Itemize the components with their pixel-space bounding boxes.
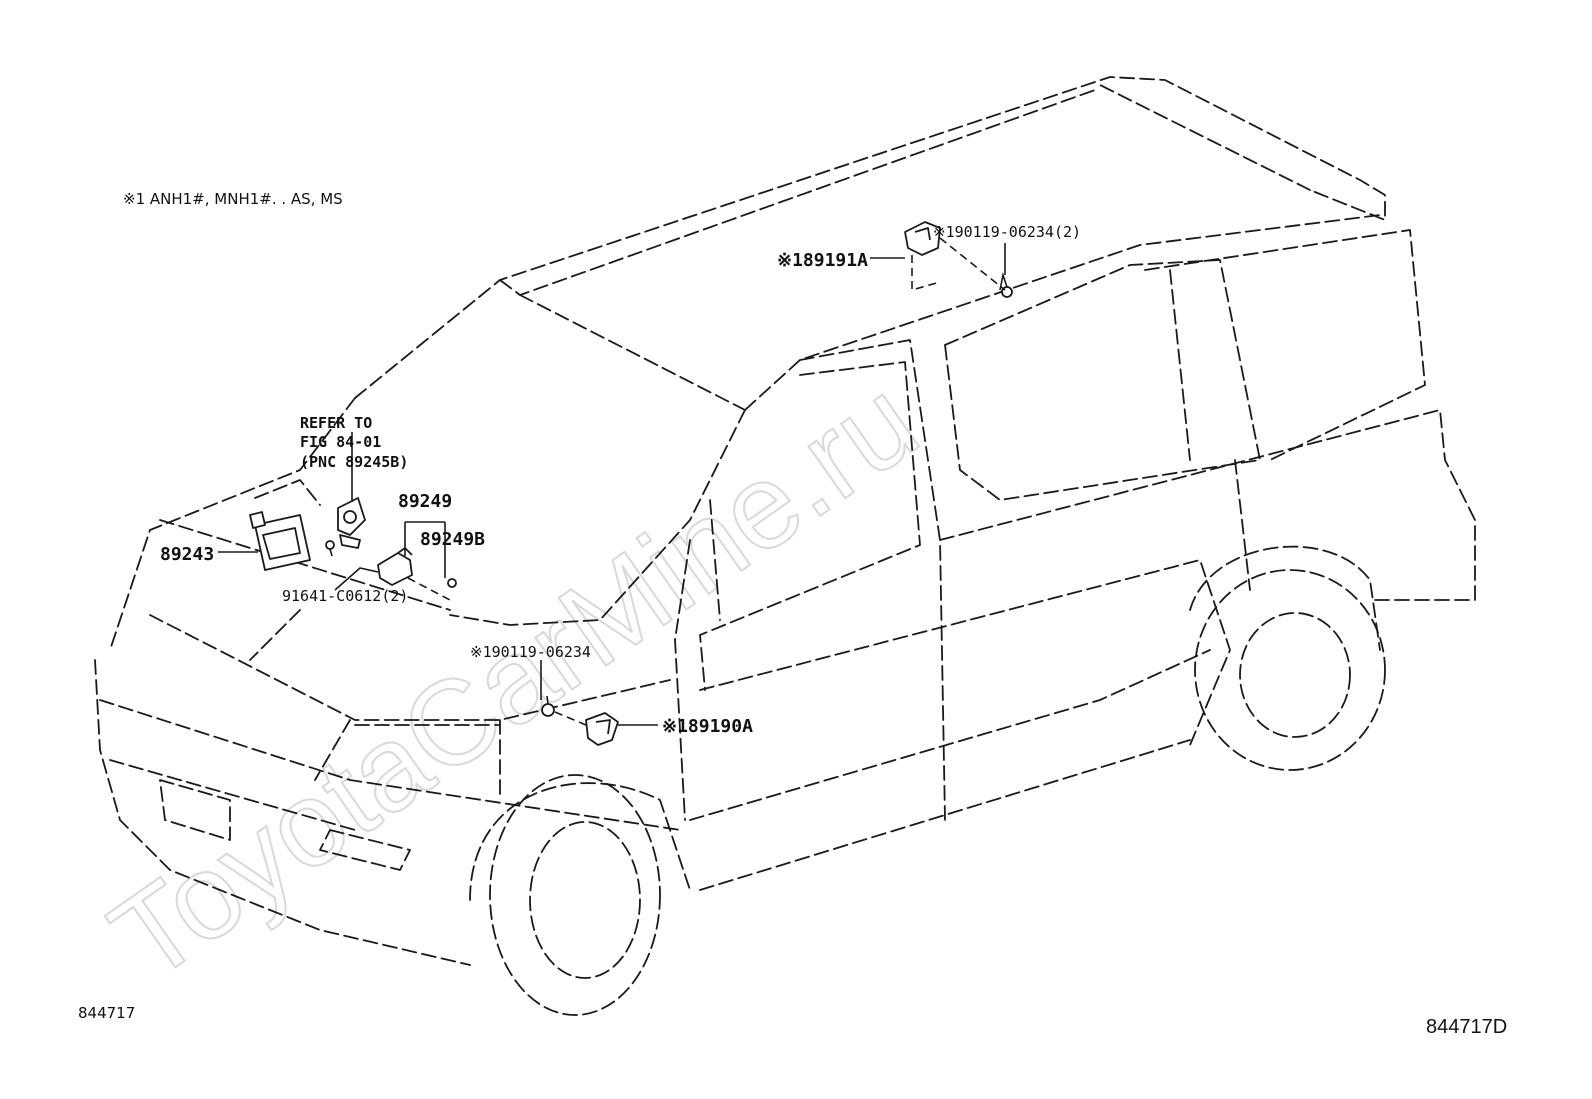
label-91641[interactable]: 91641-C0612(2) [282, 587, 408, 605]
part-89249-sensor[interactable] [377, 547, 413, 586]
part-89249b-pin[interactable] [447, 578, 457, 588]
label-89243[interactable]: 89243 [160, 544, 214, 565]
part-89245b-sensor[interactable] [337, 497, 366, 549]
vehicle-outline [94, 76, 1476, 1016]
label-89191a[interactable]: ※189191A [777, 250, 868, 271]
label-90119-front[interactable]: ※190119-06234 [470, 643, 591, 661]
label-89190a[interactable]: ※189190A [662, 716, 753, 737]
refer-line1: REFER TO [300, 414, 372, 432]
watermark: ToyotaCarMine.ru [88, 353, 941, 1006]
part-90119-front-bolt[interactable] [541, 695, 555, 717]
part-90119-rear-bolt[interactable] [999, 271, 1013, 298]
part-91641-bolt[interactable] [325, 540, 335, 557]
illustration-code-right: 844717D [1426, 1016, 1507, 1038]
applicability-note: ※1 ANH1#, MNH1#. . AS, MS [123, 190, 343, 208]
refer-line3: (PNC 89245B) [300, 453, 408, 471]
illustration-code-left: 844717 [78, 1004, 135, 1022]
label-89249[interactable]: 89249 [398, 491, 452, 512]
leader-lines [218, 237, 1006, 726]
label-89249b[interactable]: 89249B [420, 529, 485, 550]
part-89243-module[interactable] [249, 511, 311, 571]
part-89190a-sensor[interactable] [585, 712, 619, 746]
label-90119-rear[interactable]: ※190119-06234(2) [933, 223, 1081, 241]
refer-line2: FIG 84-01 [300, 433, 381, 451]
part-89191a-sensor[interactable] [904, 221, 941, 292]
